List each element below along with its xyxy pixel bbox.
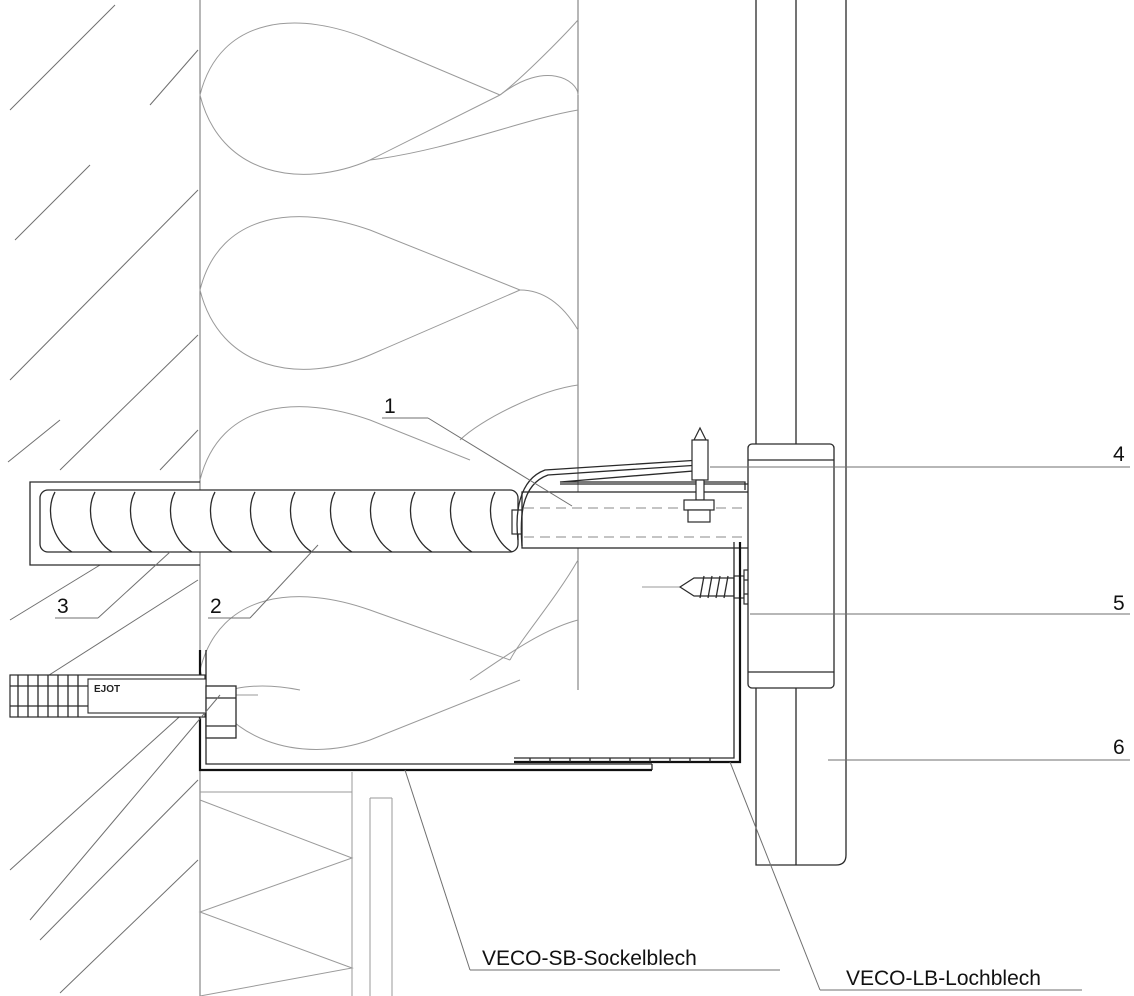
callout-lochblech: VECO-LB-Lochblech [846,967,1041,990]
callout-4: 4 [1113,443,1125,466]
callout-sockelblech: VECO-SB-Sockelblech [482,947,697,970]
base-angle-profile [198,650,653,772]
helical-wall-tie [39,489,523,553]
callout-labels: 1 2 3 4 5 6 VECO-SB-Sockelblech VECO-LB-… [57,395,1125,990]
facade-cladding [755,0,847,866]
masonry-wall-hatching [7,4,199,994]
fastening-bolt [683,426,715,523]
callout-3: 3 [57,595,69,618]
bracket-profile [516,459,751,549]
cladding-mounting-pad [747,443,835,689]
perforated-sheet [514,542,742,764]
wall-anchor: EJOT [9,674,258,739]
callout-6: 6 [1113,736,1125,759]
callout-2: 2 [210,595,222,618]
anchor-brand-label: EJOT [94,684,120,695]
anchor-hole [29,481,200,566]
callout-1: 1 [384,395,396,418]
callout-5: 5 [1113,592,1125,615]
leader-lines [29,417,1130,991]
